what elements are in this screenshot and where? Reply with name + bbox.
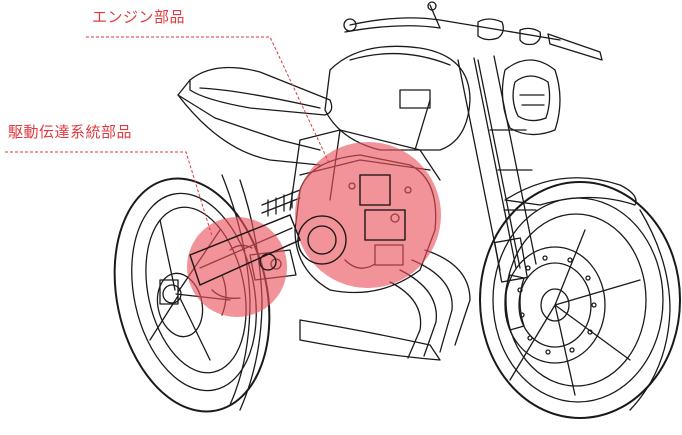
rear-shock xyxy=(261,189,301,217)
front-wheel xyxy=(479,177,681,419)
highlight-overlay-lines xyxy=(189,174,406,286)
engine-highlight xyxy=(295,142,441,288)
handlebar xyxy=(343,1,603,61)
engine-parts-label: エンジン部品 xyxy=(92,8,186,26)
tail-section xyxy=(177,94,321,166)
drivetrain-parts-label: 駆動伝達系統部品 xyxy=(8,123,133,141)
drivetrain-highlight xyxy=(187,217,287,317)
headlight xyxy=(501,59,561,136)
front-fork xyxy=(457,55,537,283)
seat xyxy=(177,66,333,119)
fuel-tank xyxy=(324,45,471,151)
engine-leader-line xyxy=(86,36,331,166)
leader-lines xyxy=(5,36,331,237)
drivetrain-leader-line xyxy=(5,151,213,237)
